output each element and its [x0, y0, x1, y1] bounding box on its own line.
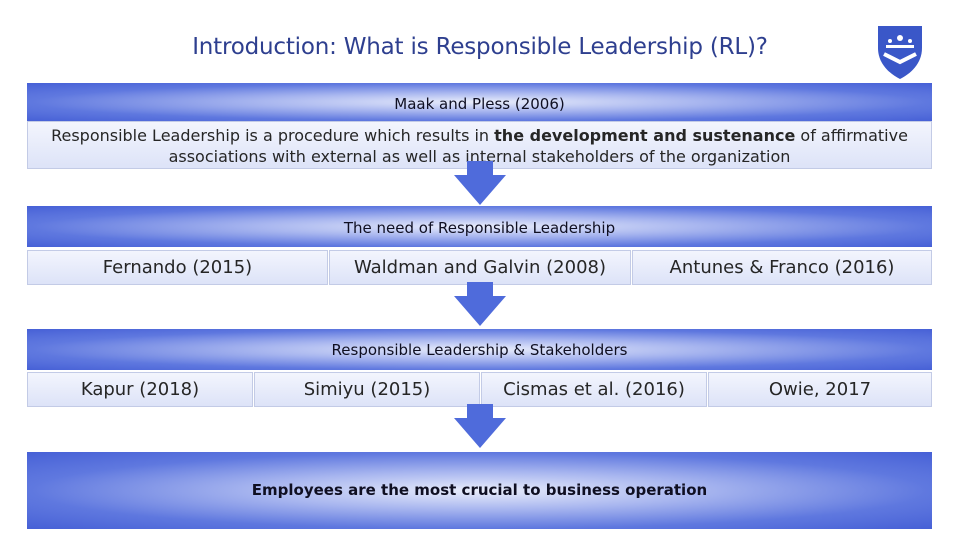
citation-box: Simiyu (2015)	[254, 372, 480, 407]
maak-pless-header: Maak and Pless (2006)	[27, 83, 932, 121]
down-arrow-3	[454, 404, 506, 448]
citation-box: Owie, 2017	[708, 372, 932, 407]
rl-stakeholders-header: Responsible Leadership & Stakeholders	[27, 329, 932, 370]
citation-box: Cismas et al. (2016)	[481, 372, 707, 407]
citation-box: Fernando (2015)	[27, 250, 328, 285]
citation-box: Waldman and Galvin (2008)	[329, 250, 631, 285]
slide-title: Introduction: What is Responsible Leader…	[192, 34, 768, 60]
conclusion-banner: Employees are the most crucial to busine…	[27, 452, 932, 529]
university-shield-logo	[878, 26, 922, 79]
citation-box: Kapur (2018)	[27, 372, 253, 407]
citation-box: Antunes & Franco (2016)	[632, 250, 932, 285]
down-arrow-2	[454, 282, 506, 326]
need-rl-header: The need of Responsible Leadership	[27, 206, 932, 247]
rl-definition: Responsible Leadership is a procedure wh…	[27, 121, 932, 169]
down-arrow-1	[454, 161, 506, 205]
